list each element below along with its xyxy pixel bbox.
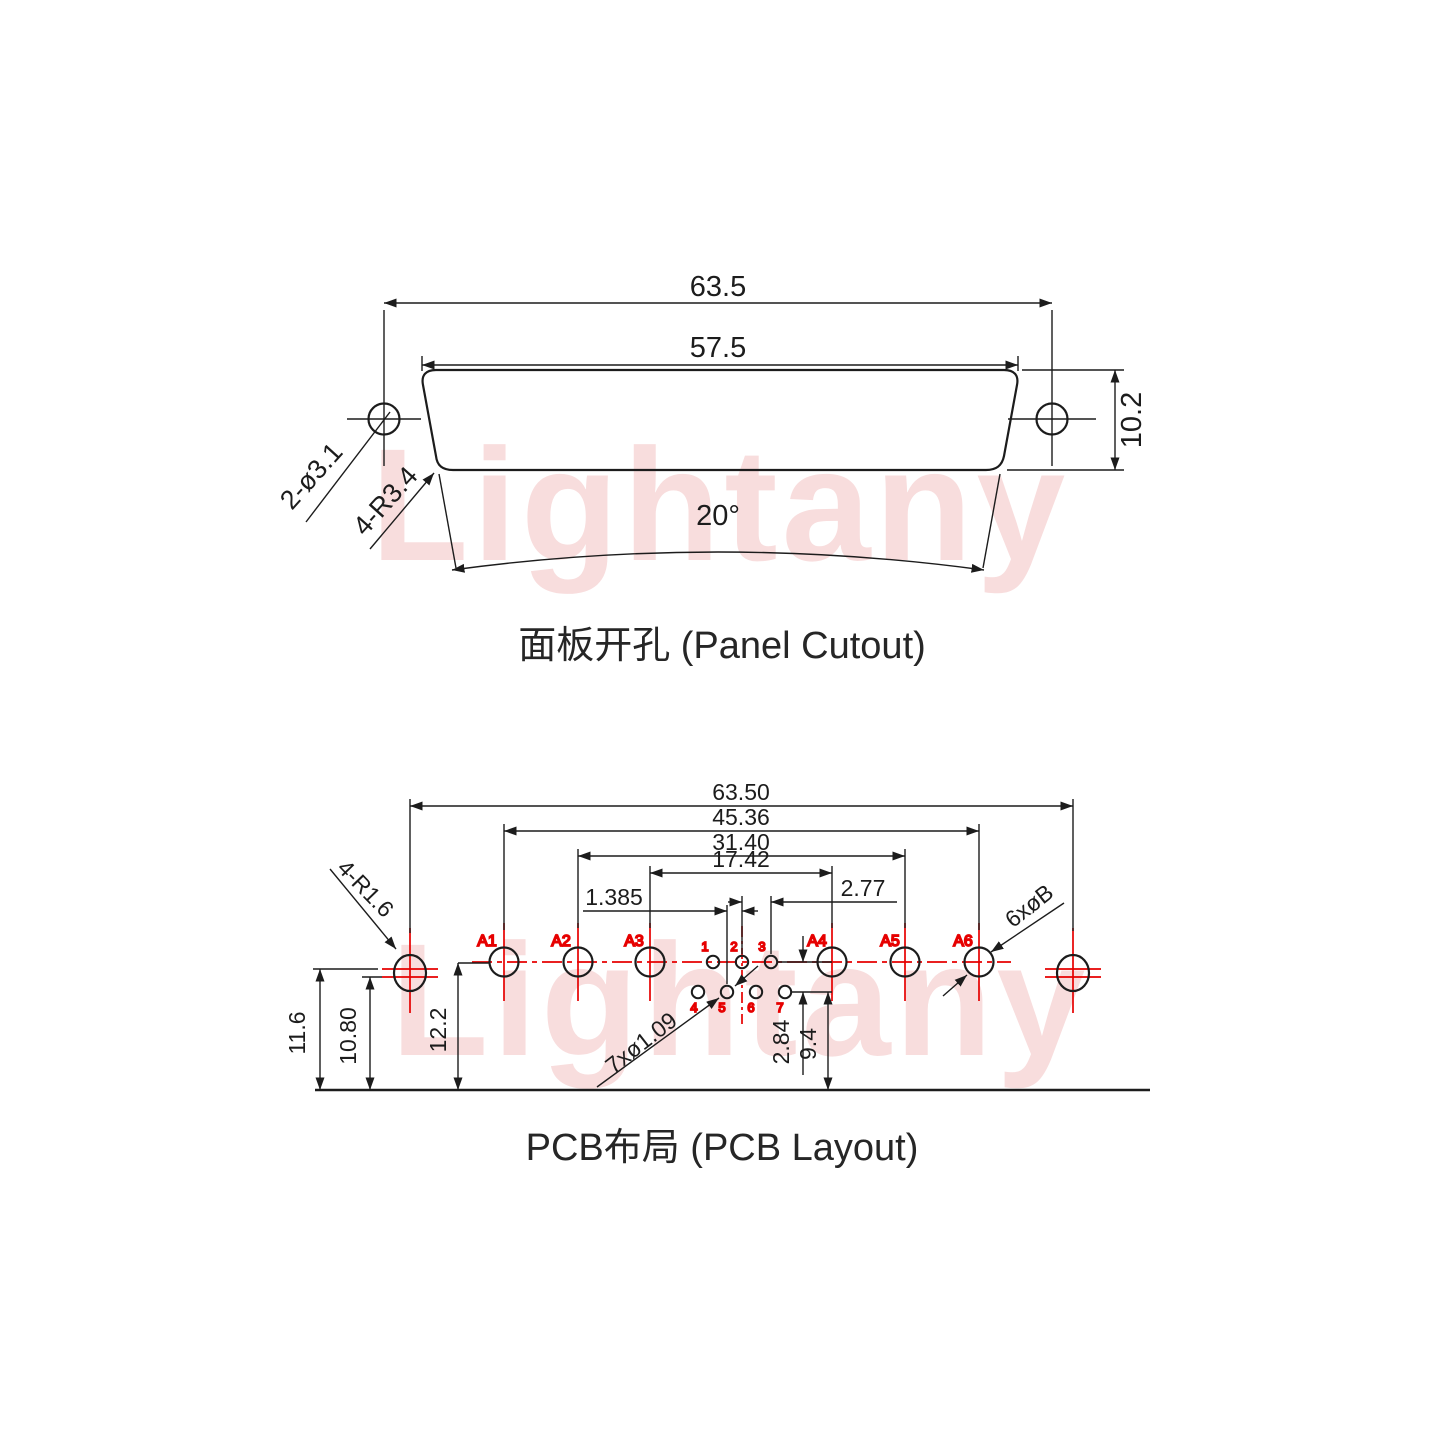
dim-63-5-label: 63.5: [690, 271, 746, 303]
pin-6-label: 6: [747, 1000, 754, 1015]
hole-A5: [889, 946, 921, 978]
hole-A6-label: A6: [953, 933, 973, 950]
dim-9-4: 9.4: [795, 992, 833, 1090]
callout-mount-holes-label: 2-ø3.1: [274, 437, 349, 515]
pin-7-label: 7: [776, 1000, 783, 1015]
dim-57-5-label: 57.5: [690, 332, 746, 364]
pin-3: [763, 954, 779, 970]
hole-A2-label: A2: [551, 933, 571, 950]
watermark-text-bottom: Lightany: [391, 910, 1090, 1089]
hole-A4-label: A4: [807, 933, 827, 950]
dim-10-80-label: 10.80: [335, 1007, 361, 1065]
red-centerlines: [382, 923, 1101, 1024]
panel-cutout-title: 面板开孔 (Panel Cutout): [518, 625, 926, 667]
pin-2-label: 2: [730, 939, 737, 954]
dim-2-84-label: 2.84: [768, 1019, 794, 1064]
dim-11-6: 11.6: [284, 968, 378, 1090]
coax-hole-labels: A1 A2 A3 A4 A5 A6: [476, 932, 973, 951]
panel-mount-hole-right: [1008, 310, 1096, 466]
dim-1-385-label: 1.385: [585, 884, 643, 910]
hole-A3-label: A3: [624, 933, 644, 950]
callout-mount-radius: 4-R1.6: [329, 855, 399, 950]
pin-5-label: 5: [718, 1000, 725, 1015]
hole-A1: [488, 946, 520, 978]
dim-57-5: 57.5: [421, 332, 1019, 371]
dim-11-6-label: 11.6: [284, 1011, 310, 1054]
pin-5: [719, 984, 735, 1000]
dim-63-50: 63.50: [409, 779, 1074, 933]
dim-20-degree-label: 20°: [696, 500, 740, 532]
dim-1-385: 1.385: [583, 884, 758, 984]
hole-A3: [634, 946, 666, 978]
signal-pins: [690, 954, 793, 1000]
dim-45-36-label: 45.36: [712, 804, 770, 830]
pin-4: [690, 984, 706, 1000]
dim-17-42: 17.42: [649, 846, 833, 928]
dim-2-77-label: 2.77: [841, 875, 886, 901]
dim-31-40-label: 31.40: [712, 829, 770, 855]
pin-6: [748, 984, 764, 1000]
pin-1-label: 1: [701, 939, 708, 954]
dim-10-2: 10.2: [1007, 369, 1148, 471]
hole-A2: [562, 946, 594, 978]
dim-10-2-label: 10.2: [1116, 392, 1148, 448]
signal-pin-labels: 1 2 3 4 5 6 7: [690, 938, 785, 1016]
pcb-mount-hole-left: [392, 953, 428, 993]
dim-9-4-label: 9.4: [795, 1028, 821, 1060]
dim-63-50-label: 63.50: [712, 779, 770, 805]
pcb-mount-hole-right: [1055, 953, 1091, 993]
pin-7: [777, 984, 793, 1000]
hole-A5-label: A5: [880, 933, 900, 950]
panel-slot-outline: [421, 368, 1019, 472]
dim-20-degree: 20°: [438, 473, 1001, 573]
dim-17-42-label: 17.42: [712, 846, 770, 872]
dim-12-2: 12.2: [425, 962, 489, 1090]
hole-A6: [963, 946, 995, 978]
dim-12-2-label: 12.2: [425, 1008, 451, 1053]
dim-2-84: 2.84: [768, 936, 832, 1075]
dim-45-36: 45.36: [503, 804, 980, 930]
hole-A1-label: A1: [477, 933, 497, 950]
dim-10-80: 10.80: [335, 976, 382, 1090]
dim-2-77: 2.77: [728, 875, 897, 954]
pin-2: [734, 954, 750, 970]
pin-4-label: 4: [690, 1000, 697, 1015]
pin-1: [705, 954, 721, 970]
dim-31-40: 31.40: [577, 829, 906, 928]
dim-63-5: 63.5: [384, 271, 1052, 308]
pin-3-label: 3: [758, 939, 765, 954]
pcb-layout-title: PCB布局 (PCB Layout): [526, 1127, 919, 1169]
